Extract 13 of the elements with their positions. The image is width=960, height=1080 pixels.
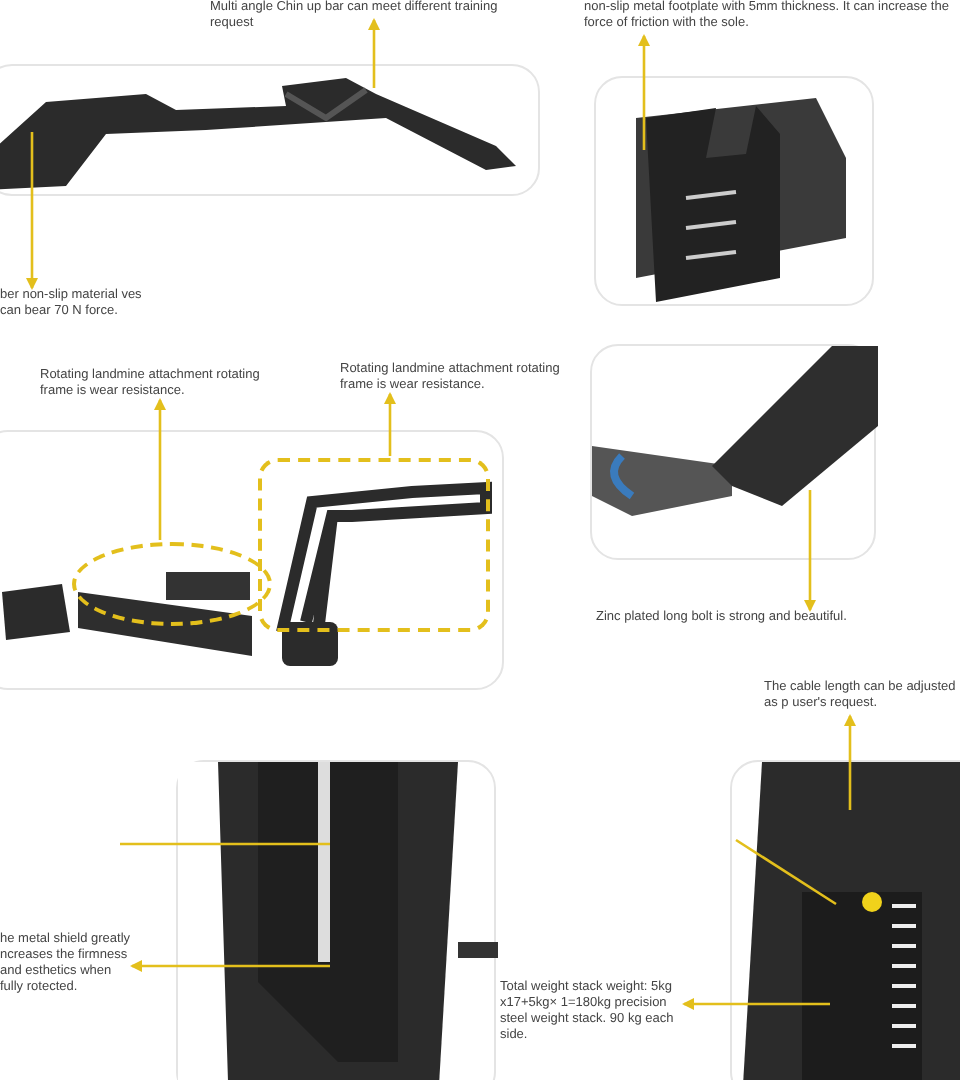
leader-line (154, 398, 166, 540)
leader-line (638, 34, 650, 150)
leader-line (804, 490, 816, 612)
leader-line (120, 842, 330, 846)
dashed-ellipse-outline (72, 542, 272, 626)
leader-line (368, 18, 380, 88)
leader-line (26, 132, 38, 290)
leader-line (384, 392, 396, 456)
dashed-box-outline (258, 458, 490, 632)
leader-line (735, 838, 837, 906)
leader-line (844, 714, 856, 810)
leader-line (682, 998, 830, 1010)
leader-line (130, 960, 330, 972)
